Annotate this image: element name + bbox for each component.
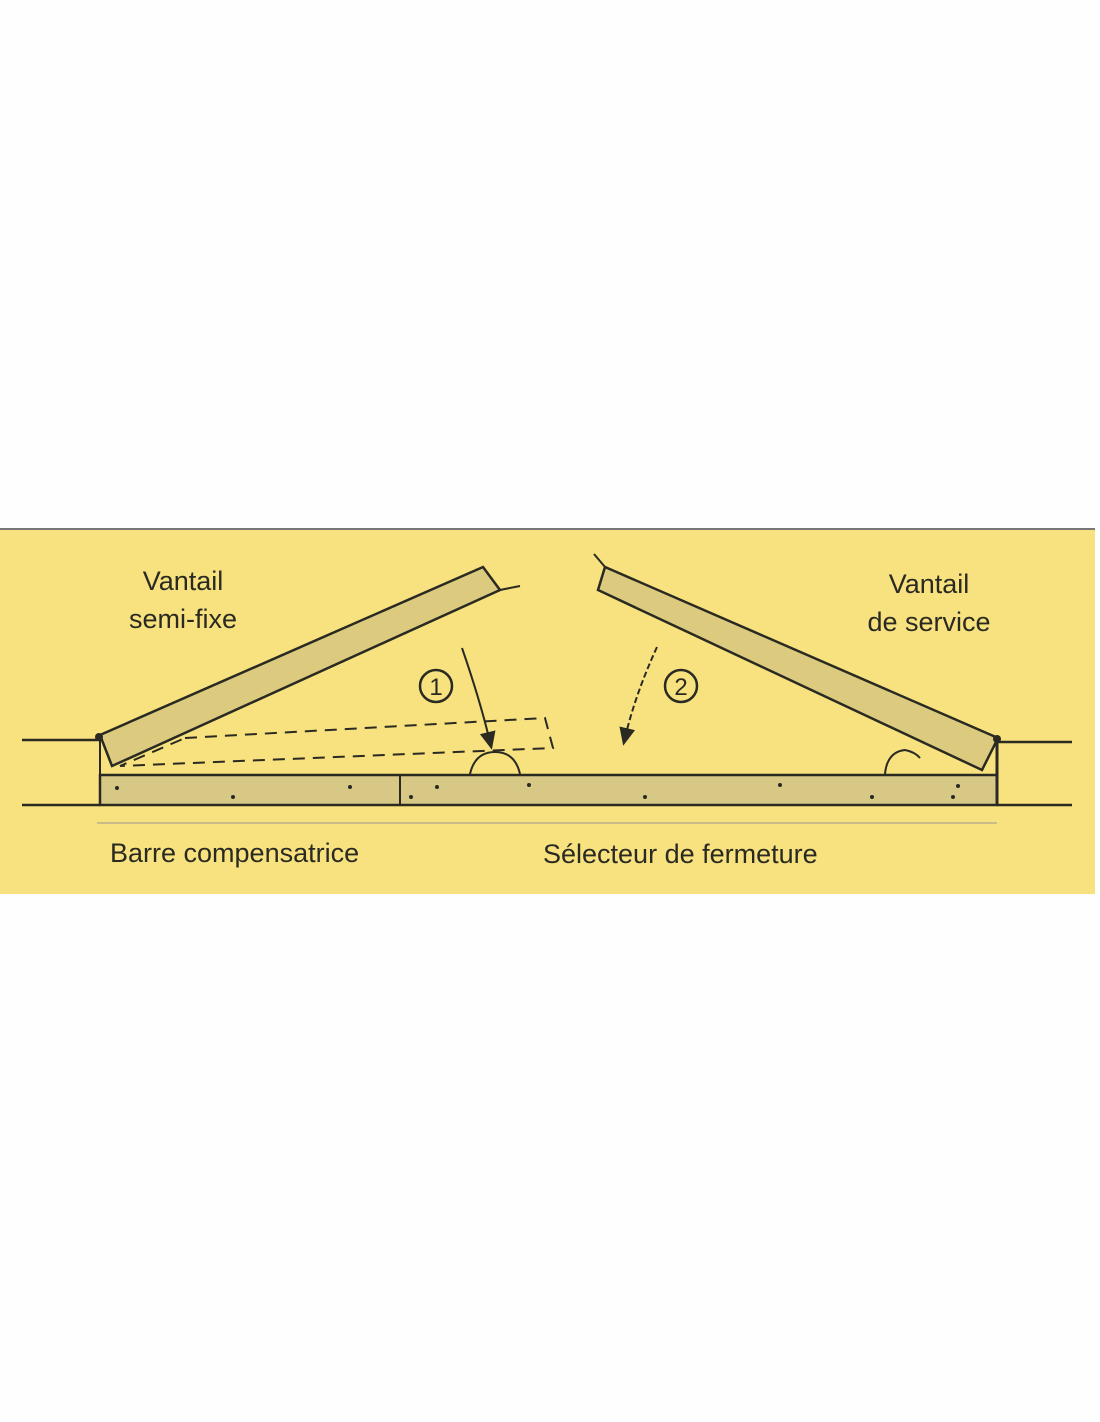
- label-leaf-service-line1: Vantail: [889, 569, 970, 599]
- stop-right: [884, 748, 921, 775]
- hinge-right: [993, 735, 1001, 743]
- label-compensating-bar: Barre compensatrice: [110, 838, 359, 868]
- leaf-service: [596, 565, 1000, 772]
- leaf-semi-fixed-extension: [499, 585, 521, 591]
- arrow-step-2: [619, 646, 658, 746]
- label-closing-selector: Sélecteur de fermeture: [543, 839, 818, 869]
- step-1-number: 1: [429, 674, 442, 701]
- threshold-bar: [98, 740, 999, 807]
- label-leaf-service-line2: de service: [867, 607, 990, 637]
- label-leaf-semi-fixed-line1: Vantail: [143, 566, 224, 596]
- step-2-number: 2: [674, 674, 687, 701]
- arrow-step-1: [461, 647, 496, 750]
- wall-left: [22, 738, 100, 807]
- step-1-badge: 1: [418, 668, 454, 704]
- wall-right: [997, 740, 1072, 807]
- stop-left: [469, 750, 521, 775]
- hinge-left: [95, 733, 103, 741]
- leaf-semi-fixed-closed-dashed: [119, 716, 555, 767]
- leaf-service-extension: [593, 553, 606, 568]
- step-2-badge: 2: [663, 668, 699, 704]
- label-leaf-semi-fixed-line2: semi-fixe: [129, 604, 237, 634]
